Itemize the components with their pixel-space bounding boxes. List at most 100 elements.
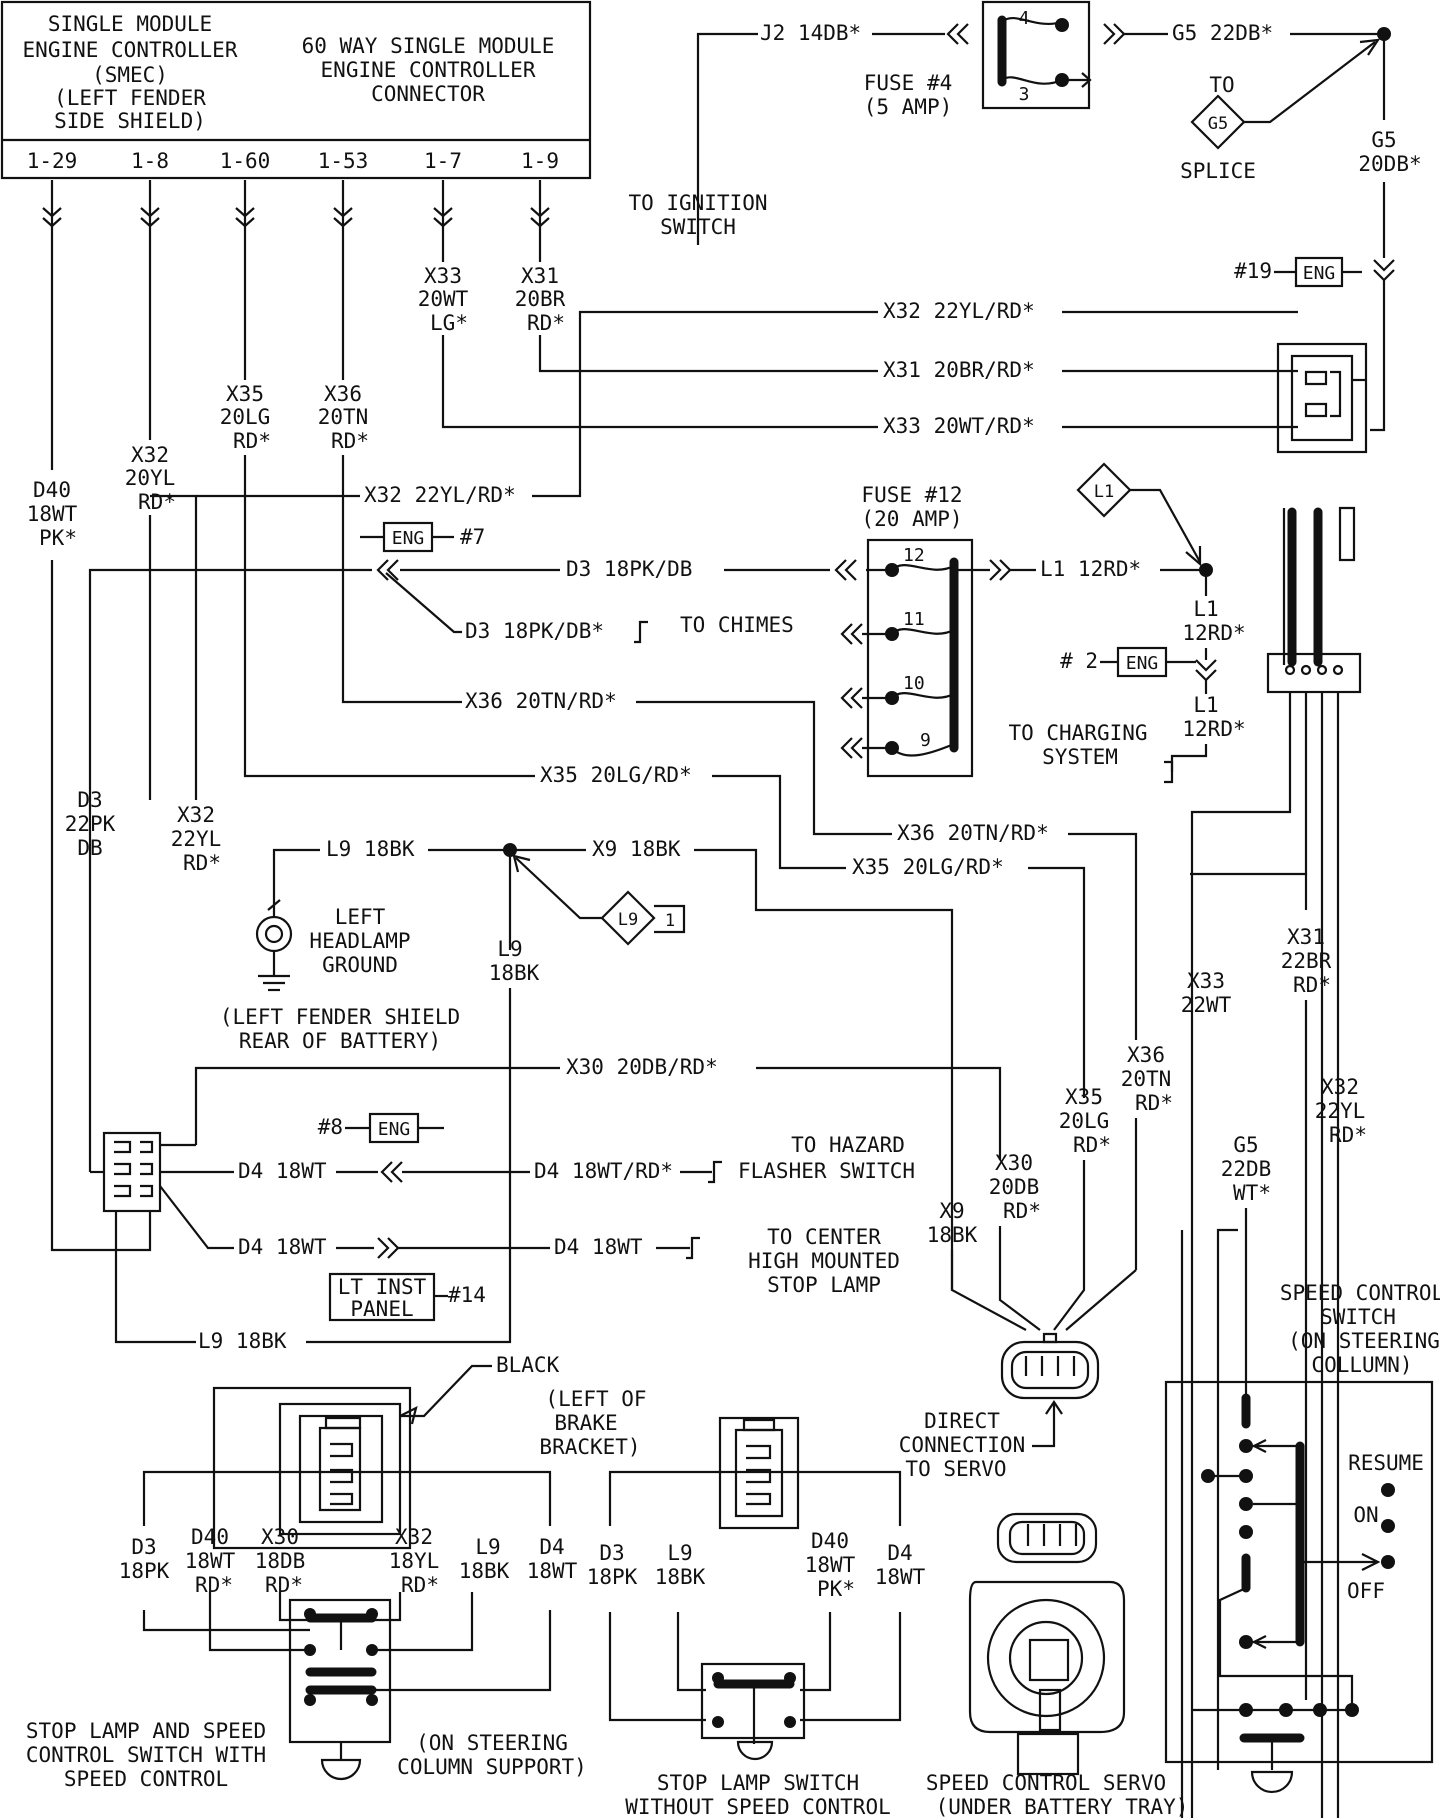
x32-22-label: X32 22YL/RD* — [883, 299, 1035, 323]
eng7-label: #7 — [460, 525, 485, 549]
eng19-label: #19 — [1234, 259, 1272, 283]
x35-right-label: X35 20LG/RD* — [852, 855, 1004, 879]
brake-1: (LEFT OF — [545, 1387, 646, 1411]
x32-22yl-3: RD* — [1329, 1123, 1367, 1147]
ss-d40-2: 18WT — [185, 1549, 236, 1573]
direct-3: TO SERVO — [905, 1457, 1006, 1481]
eng8-box: ENG — [378, 1119, 411, 1140]
to-hazard-1: TO HAZARD — [791, 1133, 905, 1157]
x35-20lg-3: RD* — [1073, 1133, 1111, 1157]
d40-label-2: 18WT — [27, 502, 78, 526]
x35-label-1: X35 — [226, 382, 264, 406]
to-hazard-2: FLASHER SWITCH — [738, 1159, 915, 1183]
smec-wires — [50, 180, 878, 1252]
x32a-label-2: 20YL — [125, 466, 176, 490]
d40-label-1: D40 — [33, 478, 71, 502]
fuse4-pin-3: 3 — [1019, 84, 1030, 105]
g5-diamond-label: G5 — [1208, 114, 1228, 134]
ss-title-3: SPEED CONTROL — [64, 1767, 228, 1791]
l9-diamond-num: 1 — [665, 911, 675, 931]
d4-18-label: D4 18WT — [238, 1159, 327, 1183]
black-label: BLACK — [496, 1353, 560, 1377]
to-g5-label: TO — [1209, 73, 1234, 97]
x30-20db-2: 20DB — [989, 1175, 1040, 1199]
ss-l9-2: 18BK — [459, 1559, 510, 1583]
speed-switch-connector: X32 22YL/RD* X31 20BR/RD* X33 20WT/RD* — [578, 299, 1368, 454]
l9-vert-1: L9 — [497, 937, 522, 961]
smec-pin-chevrons — [42, 207, 550, 228]
lt-inst-2: PANEL — [350, 1297, 413, 1321]
l9-diamond: L9 — [618, 910, 638, 930]
x33-label-1: X33 — [424, 264, 462, 288]
ss-title-1: STOP LAMP AND SPEED — [26, 1719, 266, 1743]
x30-20db-1: X30 — [995, 1151, 1033, 1175]
fuse12-pin-10: 10 — [903, 673, 925, 694]
l1-vert-2: 12RD* — [1182, 621, 1245, 645]
l1-vert2-2: 12RD* — [1182, 717, 1245, 741]
smec-line-2: ENGINE CONTROLLER — [23, 38, 238, 62]
x33-20-label: X33 20WT/RD* — [883, 414, 1035, 438]
x36-label-3: RD* — [331, 429, 369, 453]
smec-line-5: SIDE SHIELD) — [54, 109, 206, 133]
smec-title-box: SINGLE MODULE ENGINE CONTROLLER (SMEC) (… — [0, 0, 592, 180]
x30-20db-3: RD* — [1003, 1199, 1041, 1223]
fuse12-label-1: FUSE #12 — [861, 483, 962, 507]
direct-2: CONNECTION — [899, 1433, 1025, 1457]
off-label: OFF — [1347, 1579, 1385, 1603]
fuse12-pin-9: 9 — [920, 730, 931, 751]
pin-1-29: 1-29 — [27, 149, 78, 173]
x32b-label-3: RD* — [183, 851, 221, 875]
speed-switch-1: SPEED CONTROL — [1280, 1281, 1440, 1305]
x30-20-label: X30 20DB/RD* — [566, 1055, 718, 1079]
x9-18bk-2: 18BK — [927, 1223, 978, 1247]
pin-1-53: 1-53 — [318, 149, 369, 173]
eng14-label: #14 — [448, 1283, 486, 1307]
eng19-box: ENG — [1303, 263, 1336, 284]
x36-right-label: X36 20TN/RD* — [897, 821, 1049, 845]
stop-title-2: WITHOUT SPEED CONTROL — [625, 1795, 891, 1818]
x33-22wt-2: 22WT — [1181, 993, 1232, 1017]
x32a-label-1: X32 — [131, 443, 169, 467]
ss-d4-1: D4 — [539, 1535, 564, 1559]
ss-title-2: CONTROL SWITCH WITH — [26, 1743, 266, 1767]
ss-x32-3: RD* — [401, 1573, 439, 1597]
s-l9-2: 18BK — [655, 1565, 706, 1589]
to-center-1: TO CENTER — [767, 1225, 881, 1249]
x36-20tn-1: X36 — [1127, 1043, 1165, 1067]
d3-18-label: D3 18PK/DB — [566, 557, 692, 581]
stop-lamp-speed-switch: BLACK (LEFT OF BRAKE BRACKET) D3 18PK D4… — [26, 1353, 647, 1791]
x35-20lg-1: X35 — [1065, 1085, 1103, 1109]
eng2-label: # 2 — [1060, 649, 1098, 673]
speed-control-switch: SPEED CONTROL SWITCH (ON STEERING COLLUM… — [1164, 1281, 1440, 1794]
brake-3: BRACKET) — [539, 1435, 640, 1459]
pin-1-9: 1-9 — [521, 149, 559, 173]
x31-22br-2: 22BR — [1281, 949, 1332, 973]
steering-support-1: (ON STEERING — [416, 1731, 568, 1755]
ss-d4-2: 18WT — [527, 1559, 578, 1583]
s-d40-1: D40 — [811, 1529, 849, 1553]
stop-lamp-switch: D3 18PK L9 18BK D40 18WT PK* D4 18WT STO… — [587, 1416, 926, 1818]
x32b-label-2: 22YL — [171, 827, 222, 851]
fuse-4-area: J2 14DB* 4 3 G5 22DB* FUSE #4 (5 AMP) TO… — [628, 0, 1422, 432]
connector-line-2: ENGINE CONTROLLER — [321, 58, 536, 82]
g5-20-label-2: 20DB* — [1358, 152, 1421, 176]
x35-label-2: 20LG — [220, 405, 271, 429]
direct-1: DIRECT — [924, 1409, 1000, 1433]
g5-22db-2: 22DB — [1221, 1157, 1272, 1181]
s-d40-3: PK* — [817, 1577, 855, 1601]
headlamp-1: LEFT — [335, 905, 386, 929]
lt-inst-1: LT INST — [338, 1275, 427, 1299]
l1-12-label: L1 12RD* — [1040, 557, 1141, 581]
s-d3-2: 18PK — [587, 1565, 638, 1589]
g5-22db-1: G5 — [1233, 1133, 1258, 1157]
s-d4-1: D4 — [887, 1541, 912, 1565]
x31-22br-1: X31 — [1287, 925, 1325, 949]
smec-line-1: SINGLE MODULE — [48, 12, 212, 36]
x32-22yl-1: X32 — [1321, 1075, 1359, 1099]
to-charging-1: TO CHARGING — [1008, 721, 1147, 745]
smec-line-3: (SMEC) — [92, 63, 168, 87]
speed-switch-2: SWITCH — [1320, 1305, 1396, 1329]
to-ignition-2: SWITCH — [660, 215, 736, 239]
l1-vert2-1: L1 — [1193, 693, 1218, 717]
x36-20-label: X36 20TN/RD* — [465, 689, 617, 713]
